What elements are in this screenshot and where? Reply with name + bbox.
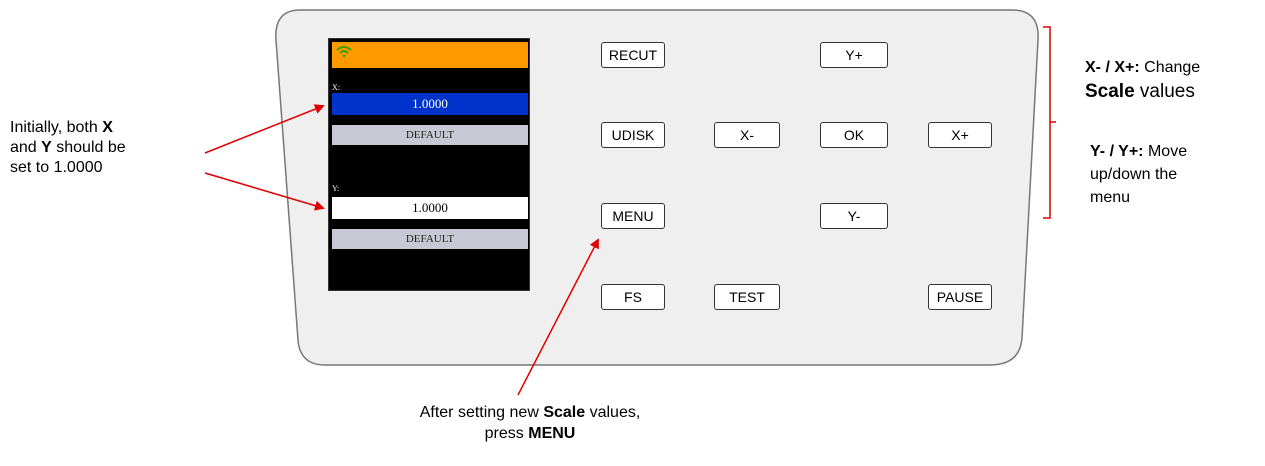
lcd-screen: X: 1.0000 DEFAULT Y: 1.0000 DEFAULT [328, 38, 530, 291]
arrow-to-menu-button [517, 238, 599, 396]
x-minus-button[interactable]: X- [714, 122, 780, 148]
ok-button[interactable]: OK [820, 122, 888, 148]
x-plus-button[interactable]: X+ [928, 122, 992, 148]
screen-title-bar [332, 42, 528, 68]
right-annotation-move: Y- / Y+: Move up/down the menu [1090, 143, 1188, 206]
menu-button[interactable]: MENU [601, 203, 665, 229]
right-annotation-scale: X- / X+: Change Scale values [1085, 59, 1201, 102]
x-label: X: [332, 83, 340, 92]
y-label: Y: [332, 184, 340, 193]
x-value-field[interactable]: 1.0000 [332, 93, 528, 115]
y-default-button[interactable]: DEFAULT [332, 229, 528, 249]
left-annotation-line1: Initially, both X [10, 119, 113, 136]
left-annotation-line2: and Y should be [10, 139, 126, 156]
left-annotation-line3: set to 1.0000 [10, 159, 103, 176]
bottom-annotation: After setting new Scale values, press ME… [419, 404, 641, 442]
arrow-to-x-field [204, 104, 325, 154]
test-button[interactable]: TEST [714, 284, 780, 310]
left-annotation: Initially, both X and Y should be set to… [10, 118, 126, 178]
arrow-to-y-field [204, 172, 325, 211]
right-bracket [1043, 26, 1056, 219]
y-minus-button[interactable]: Y- [820, 203, 888, 229]
wifi-icon [336, 45, 352, 64]
udisk-button[interactable]: UDISK [601, 122, 665, 148]
x-default-button[interactable]: DEFAULT [332, 125, 528, 145]
pause-button[interactable]: PAUSE [928, 284, 992, 310]
y-plus-button[interactable]: Y+ [820, 42, 888, 68]
y-value-field[interactable]: 1.0000 [332, 197, 528, 219]
fs-button[interactable]: FS [601, 284, 665, 310]
recut-button[interactable]: RECUT [601, 42, 665, 68]
